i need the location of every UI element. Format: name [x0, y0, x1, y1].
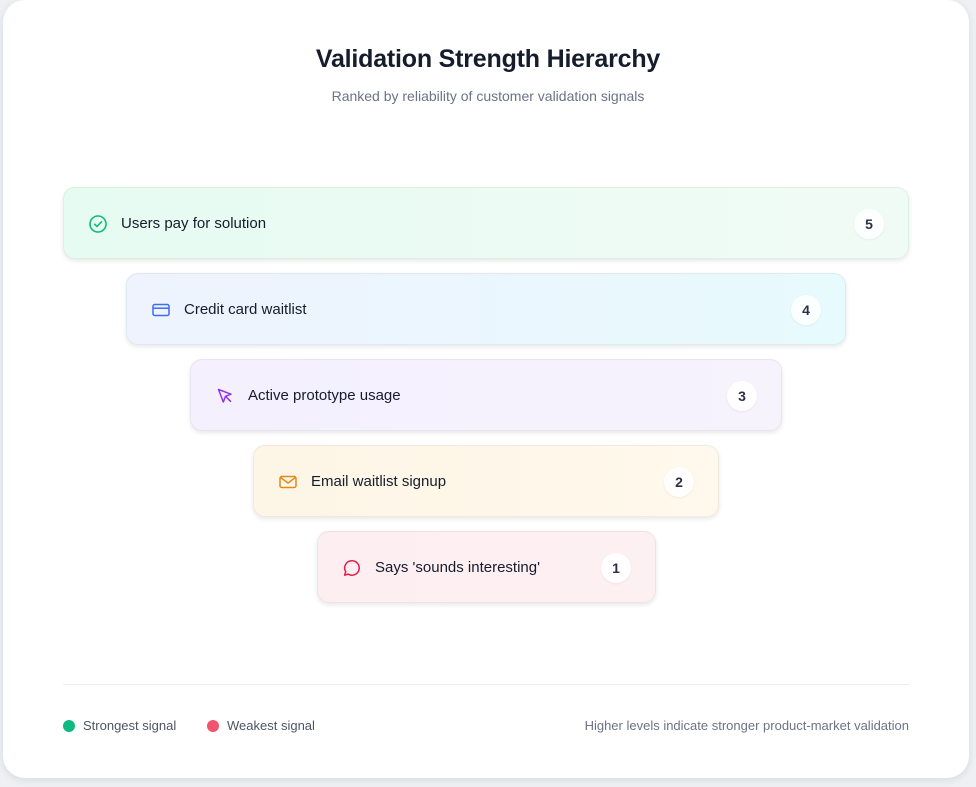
tier-users-pay: Users pay for solution 5	[63, 187, 909, 259]
footer-note: Higher levels indicate stronger product-…	[584, 718, 909, 733]
page-subtitle: Ranked by reliability of customer valida…	[331, 88, 645, 104]
legend-weakest: Weakest signal	[207, 718, 315, 733]
tier-label: Email waitlist signup	[311, 473, 447, 490]
legend-strongest: Strongest signal	[63, 718, 176, 733]
check-circle-icon	[88, 214, 108, 234]
tier-label: Says 'sounds interesting'	[375, 559, 540, 576]
tier-rank-badge: 2	[664, 467, 694, 497]
tier-credit-card-waitlist: Credit card waitlist 4	[126, 273, 846, 345]
mail-icon	[278, 472, 298, 492]
tier-rank-badge: 5	[854, 209, 884, 239]
tier-sounds-interesting: Says 'sounds interesting' 1	[317, 531, 656, 603]
message-bubble-icon	[342, 558, 362, 578]
tier-label: Active prototype usage	[248, 387, 401, 404]
legend-dot-green	[63, 719, 75, 732]
legend-label: Weakest signal	[227, 718, 315, 733]
tier-label: Users pay for solution	[121, 215, 267, 232]
page-title: Validation Strength Hierarchy	[315, 45, 661, 73]
tier-email-waitlist: Email waitlist signup 2	[253, 445, 719, 517]
credit-card-icon	[151, 300, 171, 320]
tier-active-prototype-usage: Active prototype usage 3	[190, 359, 782, 431]
legend-label: Strongest signal	[83, 718, 177, 733]
cursor-pointer-icon	[215, 386, 235, 406]
tier-rank-badge: 1	[601, 553, 631, 583]
legend-dot-pink	[207, 719, 219, 732]
tier-label: Credit card waitlist	[184, 301, 307, 318]
footer-divider	[63, 684, 909, 685]
tier-rank-badge: 4	[791, 295, 821, 325]
tier-rank-badge: 3	[727, 381, 757, 411]
